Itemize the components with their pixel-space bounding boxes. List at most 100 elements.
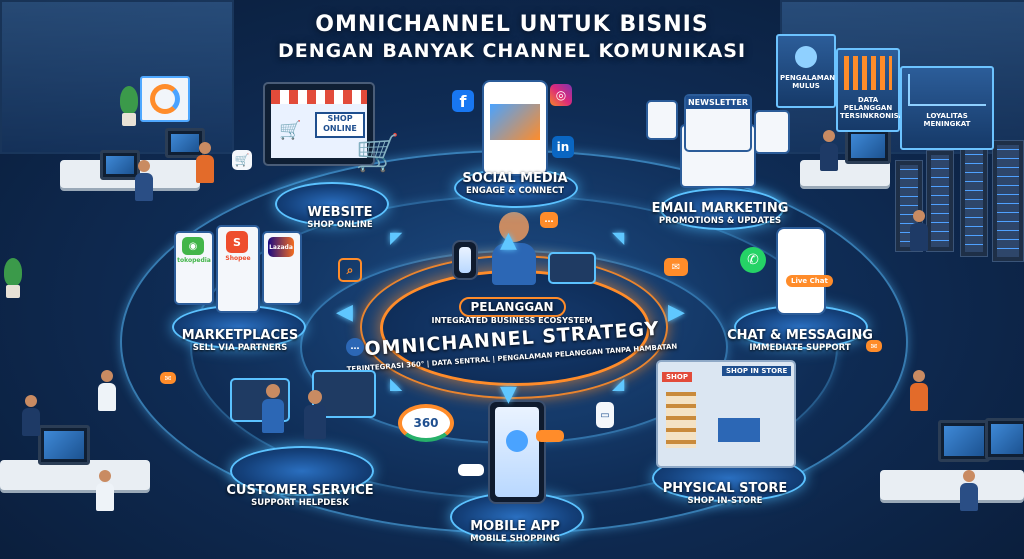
mobile-phone [488, 400, 546, 504]
store-title: PHYSICAL STORE [662, 481, 788, 496]
office-plant [118, 86, 140, 126]
mobile-subtitle: MOBILE SHOPPING [470, 534, 560, 544]
lazada-card: Lazada [262, 231, 302, 305]
panel-pengalaman: PENGALAMAN MULUS [780, 74, 836, 90]
office-window [0, 0, 234, 154]
whatsapp-icon: ✆ [740, 247, 766, 273]
server-rack [926, 150, 954, 252]
office-worker [910, 210, 928, 251]
desk-monitor [100, 150, 140, 180]
linkedin-icon: in [552, 136, 574, 158]
website-title: WEBSITE [307, 205, 373, 220]
message-bubble-icon [458, 464, 484, 476]
customer-phone [452, 240, 478, 280]
tokopedia-label: tokopedia [177, 257, 211, 264]
customer-label-wrap: PELANGGAN [0, 296, 1024, 317]
lazada-icon: Lazada [268, 237, 294, 257]
chat-subtitle: IMMEDIATE SUPPORT [749, 343, 851, 353]
mail-icon: ✉ [866, 340, 882, 352]
chat-title: CHAT & MESSAGING [727, 328, 873, 343]
arrow-diagonal-icon: ◤ [390, 228, 403, 247]
shopee-card: S Shopee [216, 225, 260, 313]
trend-chart-icon [908, 74, 986, 106]
shop-online-sign: SHOP ONLINE [315, 112, 365, 138]
arrow-diagonal-icon: ◢ [612, 374, 625, 393]
store-counter [718, 418, 760, 442]
social-title: SOCIAL MEDIA [462, 171, 568, 186]
website-platform [275, 182, 389, 226]
store-sign-instore: SHOP IN STORE [722, 366, 792, 376]
office-worker [820, 130, 838, 171]
support-agent [304, 390, 326, 439]
search-icon: ⌕ [338, 258, 362, 282]
store-subtitle: SHOP IN-STORE [687, 496, 763, 506]
store-shelf [666, 392, 696, 448]
live-chat-bubble: Live Chat [786, 275, 833, 287]
tokopedia-icon: ◉ [182, 237, 204, 255]
main-title: OMNICHANNEL UNTUK BISNIS [315, 12, 709, 37]
info-panel: DATA PELANGGAN TERSINKRONISASI [836, 48, 912, 132]
cart-icon: 🛒 [279, 120, 302, 141]
customer-figure [492, 212, 536, 285]
panel-loyalitas: LOYALITAS MENINGKAT [923, 112, 971, 128]
channel-chat-messaging[interactable]: ✆ Live Chat CHAT & MESSAGING IMMEDIATE S… [720, 225, 880, 365]
bar-chart-icon [844, 56, 892, 90]
info-panel: PENGALAMAN MULUS [776, 34, 836, 108]
channel-customer-service[interactable]: CUSTOMER SERVICE SUPPORT HELPDESK [220, 370, 380, 510]
service-platform [230, 446, 374, 496]
customer-label: PELANGGAN [458, 297, 566, 317]
office-worker [135, 160, 153, 201]
office-worker [96, 470, 114, 511]
main-subtitle: DENGAN BANYAK CHANNEL KOMUNIKASI [277, 40, 747, 62]
dashboard-card [140, 76, 190, 122]
desk-monitor [845, 128, 891, 164]
store-building: SHOP SHOP IN STORE [656, 360, 796, 468]
channel-website[interactable]: SHOP ONLINE 🛒 🛒 WEBSITE SHOP ONLINE [255, 82, 425, 232]
office-desk [880, 470, 1024, 500]
website-subtitle: SHOP ONLINE [307, 220, 373, 230]
email-doc-card [646, 100, 678, 140]
cart-icon: 🛒 [232, 150, 252, 170]
marketplaces-title: MARKETPLACES [181, 328, 299, 343]
info-panel: LOYALITAS MENINGKAT [900, 66, 994, 150]
tablet-icon: ▭ [596, 402, 614, 428]
social-phone [482, 80, 548, 176]
channel-social-media[interactable]: f ◎ in SOCIAL MEDIA ENGAGE & CONNECT [440, 68, 590, 208]
social-post-image [490, 104, 540, 140]
website-monitor: SHOP ONLINE 🛒 [263, 82, 375, 166]
channel-email-marketing[interactable]: NEWSLETTER EMAIL MARKETING PROMOTIONS & … [640, 88, 800, 230]
newsletter-title: NEWSLETTER [686, 96, 750, 109]
office-worker [910, 370, 928, 411]
email-chart-card [754, 110, 790, 154]
service-subtitle: SUPPORT HELPDESK [251, 498, 349, 508]
mobile-title: MOBILE APP [470, 519, 560, 534]
shopee-label: Shopee [225, 255, 251, 262]
chat-bubble-icon: … [346, 338, 364, 356]
panel-data-pelanggan: DATA PELANGGAN TERSINKRONISASI [840, 96, 912, 120]
desk-monitor [938, 420, 990, 462]
office-desk [800, 160, 890, 186]
channel-marketplaces[interactable]: ◉ tokopedia S Shopee Lazada MARKETPLACES… [160, 225, 320, 365]
channel-physical-store[interactable]: SHOP SHOP IN STORE PHYSICAL STORE SHOP I… [640, 360, 810, 510]
pie-chart-icon [150, 84, 180, 114]
server-rack [960, 145, 988, 257]
office-worker [22, 395, 40, 436]
mail-icon: ✉ [664, 258, 688, 276]
newsletter-card: NEWSLETTER [684, 94, 752, 152]
channel-mobile-app[interactable]: MOBILE APP MOBILE SHOPPING [440, 400, 590, 555]
office-worker [98, 370, 116, 411]
office-plant [2, 258, 24, 298]
shopee-icon: S [226, 231, 248, 253]
arrow-left-icon: ◀ [336, 300, 353, 325]
ecosystem-label: INTEGRATED BUSINESS ECOSYSTEM [431, 316, 593, 325]
server-rack [992, 140, 1024, 262]
office-desk [0, 460, 150, 490]
arrow-up-icon: ▲ [500, 228, 517, 253]
facebook-icon: f [452, 90, 474, 112]
support-agent [262, 384, 284, 433]
shopping-cart-icon: 🛒 [355, 133, 400, 174]
user-icon [795, 46, 817, 68]
arrow-right-icon: ▶ [668, 300, 685, 325]
mail-icon: ✉ [160, 372, 176, 384]
